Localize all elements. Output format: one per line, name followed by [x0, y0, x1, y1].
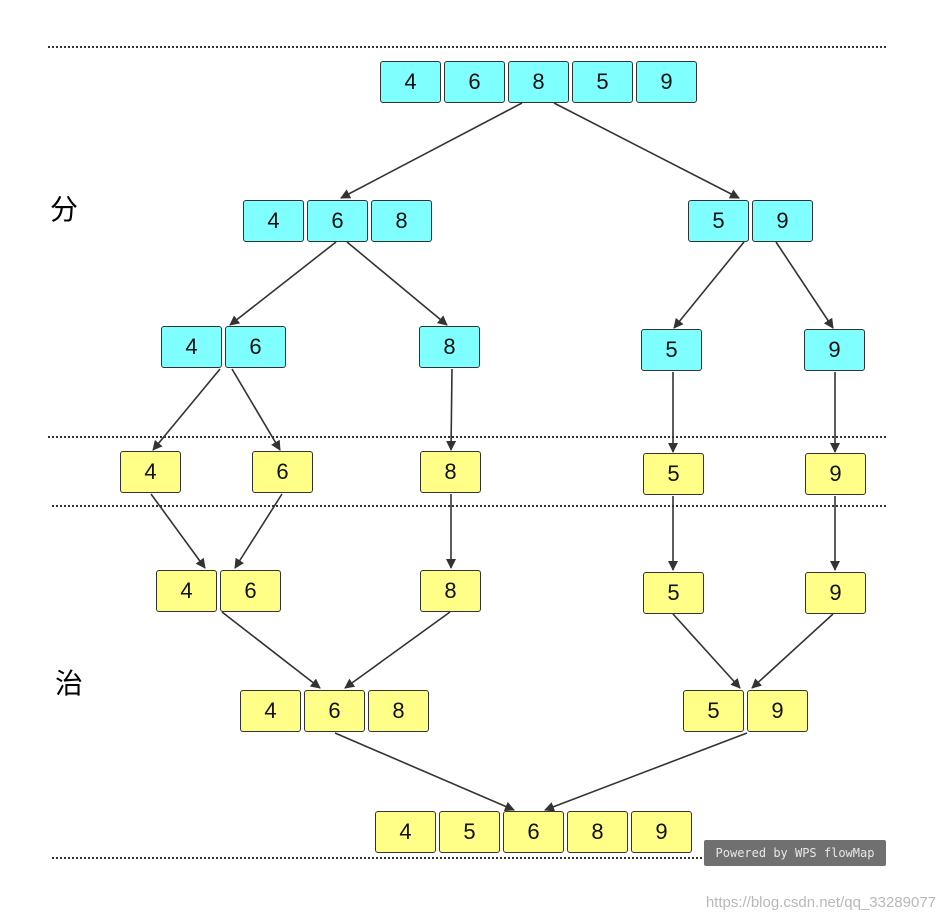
- array-cell: 4: [120, 451, 181, 493]
- top-divider: [48, 46, 886, 48]
- array-cell: 5: [572, 61, 633, 103]
- array-cell: 6: [225, 326, 286, 368]
- array-cell: 8: [508, 61, 569, 103]
- array-cell: 5: [439, 811, 500, 853]
- arrow: [150, 493, 206, 569]
- arrow: [229, 241, 337, 326]
- array-cell: 4: [240, 690, 301, 732]
- divide-end-divider: [48, 436, 886, 438]
- array-cell: 4: [243, 200, 304, 242]
- array-cell: 6: [444, 61, 505, 103]
- array-cell: 4: [161, 326, 222, 368]
- source-watermark: https://blog.csdn.net/qq_33289077: [705, 894, 936, 911]
- array-cell: 4: [380, 61, 441, 103]
- divide-level2-array-a: 4 6: [161, 326, 286, 368]
- arrow: [340, 102, 523, 199]
- leaf-array: 5: [643, 453, 704, 495]
- array-cell: 4: [375, 811, 436, 853]
- arrow: [553, 102, 740, 199]
- arrow: [346, 241, 448, 326]
- arrow: [231, 368, 281, 451]
- divide-level1-right-array: 5 9: [688, 200, 813, 242]
- arrow: [673, 241, 745, 329]
- array-cell: 6: [307, 200, 368, 242]
- arrow: [234, 493, 283, 569]
- arrow: [775, 241, 834, 329]
- leaf-array: 4: [120, 451, 181, 493]
- array-cell: 9: [752, 200, 813, 242]
- array-cell: 9: [804, 329, 865, 371]
- array-cell: 9: [805, 572, 866, 614]
- arrow: [751, 613, 834, 689]
- arrow: [446, 368, 457, 451]
- array-cell: 5: [643, 572, 704, 614]
- array-cell: 6: [220, 570, 281, 612]
- array-cell: 5: [688, 200, 749, 242]
- leaf-array: 9: [805, 453, 866, 495]
- array-cell: 8: [567, 811, 628, 853]
- array-cell: 8: [368, 690, 429, 732]
- array-cell: 8: [419, 326, 480, 368]
- bottom-divider: [52, 857, 886, 859]
- array-cell: 9: [747, 690, 808, 732]
- merge1-array-c: 5: [643, 572, 704, 614]
- merge2-right-array: 5 9: [683, 690, 808, 732]
- arrow: [544, 732, 748, 812]
- leaf-array: 8: [420, 451, 481, 493]
- arrow: [152, 368, 221, 451]
- arrow: [344, 611, 451, 689]
- conquer-label: 治: [55, 667, 84, 700]
- array-cell: 8: [371, 200, 432, 242]
- divide-level2-array-c: 5: [641, 329, 702, 371]
- array-cell: 5: [683, 690, 744, 732]
- arrow: [334, 732, 515, 812]
- array-cell: 8: [420, 570, 481, 612]
- merge1-array-b: 8: [420, 570, 481, 612]
- array-cell: 6: [304, 690, 365, 732]
- divide-level1-left-array: 4 6 8: [243, 200, 432, 242]
- divide-level2-array-d: 9: [804, 329, 865, 371]
- arrow: [672, 613, 741, 689]
- conquer-start-divider: [52, 505, 886, 507]
- divide-level2-array-b: 8: [419, 326, 480, 368]
- leaf-array: 6: [252, 451, 313, 493]
- final-sorted-array: 4 5 6 8 9: [375, 811, 692, 853]
- arrow: [221, 611, 321, 689]
- merge1-array-d: 9: [805, 572, 866, 614]
- divide-label: 分: [50, 193, 79, 226]
- array-cell: 6: [252, 451, 313, 493]
- merge1-array-a: 4 6: [156, 570, 281, 612]
- array-cell: 5: [641, 329, 702, 371]
- array-cell: 8: [420, 451, 481, 493]
- array-cell: 9: [805, 453, 866, 495]
- array-cell: 9: [636, 61, 697, 103]
- array-cell: 9: [631, 811, 692, 853]
- powered-by-badge: Powered by WPS flowMap: [704, 840, 886, 866]
- array-cell: 4: [156, 570, 217, 612]
- merge2-left-array: 4 6 8: [240, 690, 429, 732]
- array-cell: 5: [643, 453, 704, 495]
- divide-level0-array: 4 6 8 5 9: [380, 61, 697, 103]
- array-cell: 6: [503, 811, 564, 853]
